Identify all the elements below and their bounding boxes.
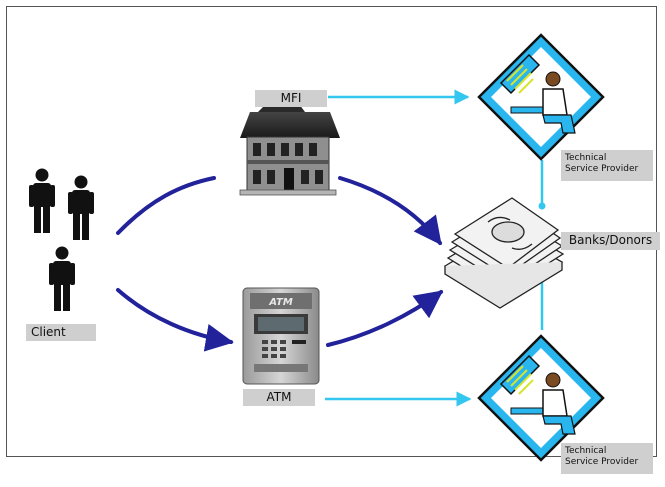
curve-client-to-atm [116,288,234,352]
atm-machine-icon: ATM [242,287,320,385]
person-icon [49,246,75,311]
curve-client-to-mfi [116,176,216,235]
computer-operator-icon [477,334,605,462]
banks-donors-label: Banks/Donors [561,232,660,250]
house-icon [239,100,340,196]
curve-mfi-to-banks [338,176,442,246]
atm-sign-text: ATM [268,297,293,308]
client-label: Client [26,324,96,341]
connector-dot [538,202,546,210]
connectors [325,89,546,407]
tsp-top-line1: Technical [565,153,607,163]
tsp-bottom-line2: Service Provider [565,457,639,467]
flow-arrows [116,176,444,352]
person-icon [68,175,94,240]
tsp-top-label: Technical Service Provider [561,150,653,181]
tsp-bottom-label: Technical Service Provider [561,443,653,474]
person-icon [29,168,55,233]
money-stack-icon [443,197,565,309]
curve-atm-to-banks [326,290,444,347]
people-icon [29,168,94,311]
tsp-bottom-line1: Technical [565,446,607,456]
computer-operator-icon [477,33,605,161]
tsp-top-line2: Service Provider [565,164,639,174]
atm-label: ATM [243,389,315,406]
mfi-label: MFI [255,90,327,107]
